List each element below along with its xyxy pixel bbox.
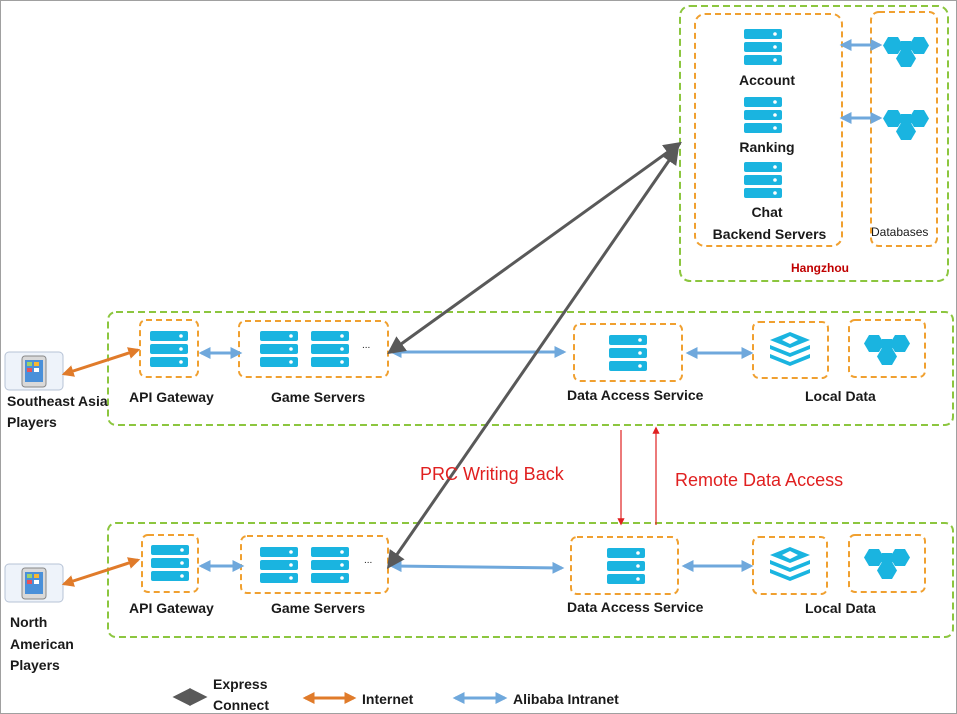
remote-data-access-label: Remote Data Access [675,470,844,490]
sea-players-phone-icon [4,351,64,391]
prc-writing-back-label: PRC Writing Back [420,464,564,484]
sea-hangzhou-express-arrow [387,141,682,355]
legend-intranet-label: Alibaba Intranet [513,691,619,707]
na-api-gateway-box [141,534,199,593]
sea-players-label-line2: Players [7,414,57,430]
na-api-gateway-label: API Gateway [129,600,214,616]
ranking-database-icon [883,110,929,140]
na-data-access-icon [607,548,645,584]
na-players-phone-icon [4,563,64,603]
sea-game-servers-label: Game Servers [271,389,366,405]
chat-label: Chat [751,204,783,220]
account-database-icon [883,37,929,67]
na-game-dataaccess-arrow [389,560,565,574]
na-players-label-line2: American [10,636,74,652]
na-api-gateway-icon [151,545,189,581]
sea-database-icon [864,335,910,365]
na-local-data-label: Local Data [805,600,876,616]
na-internet-arrow [61,557,141,587]
account-server-icon [744,29,782,65]
hangzhou-region-label: Hangzhou [791,261,849,275]
sea-api-gateway-label: API Gateway [129,389,214,405]
sea-data-access-label: Data Access Service [567,387,704,403]
hangzhou-databases-box [870,11,938,247]
sea-database-box [848,319,926,378]
na-data-access-label: Data Access Service [567,599,704,615]
databases-label: Databases [871,225,929,239]
sea-local-data-icon [770,332,810,366]
account-label: Account [739,72,795,88]
sea-game-server-icon-2 [311,331,349,367]
na-local-data-box [752,536,828,595]
ranking-server-icon [744,97,782,133]
hangzhou-servers-box [694,13,843,247]
sea-game-servers-ellipsis: ... [362,340,371,351]
sea-local-data-box [752,321,829,379]
sea-players-label-line1: Southeast Asia [7,393,108,409]
sea-api-gateway-icon [150,331,188,367]
sea-data-access-icon [609,335,647,371]
legend-internet-label: Internet [362,691,414,707]
na-players-label-line3: Players [10,657,60,673]
na-database-box [848,534,926,593]
sea-game-server-icon-1 [260,331,298,367]
na-game-servers-label: Game Servers [271,600,366,616]
na-players-label-line1: North [10,614,48,630]
sea-api-gateway-box [139,319,199,378]
sea-local-data-label: Local Data [805,388,876,404]
ranking-label: Ranking [739,139,795,155]
na-game-server-icon-1 [260,547,298,583]
na-game-servers-ellipsis: ... [364,555,373,566]
na-database-icon [864,549,910,579]
north-america-region-box [107,522,954,638]
southeast-asia-region-box [107,311,954,426]
na-local-data-icon [770,547,810,581]
sea-internet-arrow [61,347,141,377]
chat-server-icon [744,162,782,198]
legend-express-label-line2: Connect [213,697,269,713]
na-game-server-icon-2 [311,547,349,583]
backend-servers-label: Backend Servers [712,226,827,242]
legend-express-label-line1: Express [213,676,268,692]
na-hangzhou-express-arrow [386,146,680,569]
